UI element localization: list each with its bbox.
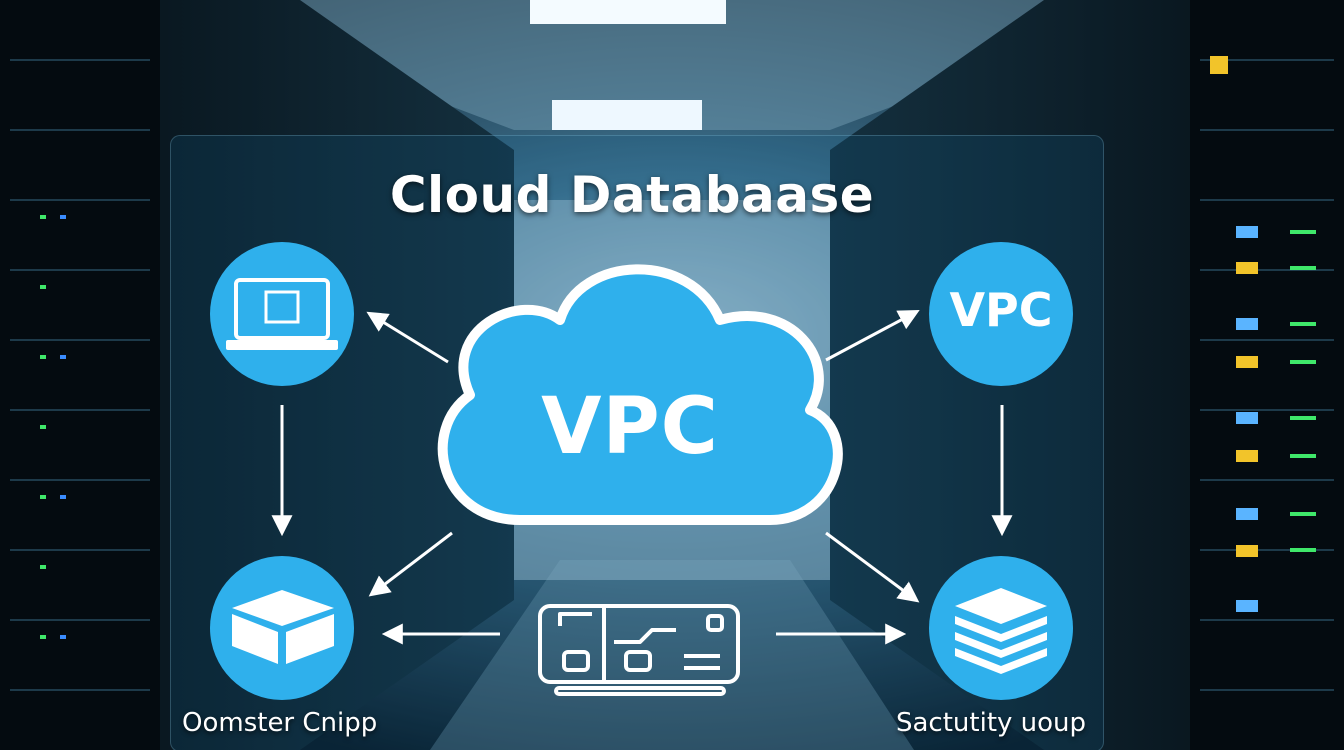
arrow-cloud-to-vpc xyxy=(825,310,920,362)
arrow-cloud-to-database xyxy=(825,531,920,603)
box-node xyxy=(210,556,354,700)
database-node xyxy=(929,556,1073,700)
arrow-cloud-to-laptop xyxy=(366,311,449,364)
caption-left: Oomster Cnipp xyxy=(182,708,378,738)
vpc-node xyxy=(929,242,1073,386)
laptop-node xyxy=(210,242,354,386)
vpc-cloud-icon xyxy=(437,264,843,525)
diagram-title: Cloud Databaase xyxy=(389,166,875,224)
laptop-icon xyxy=(226,278,338,350)
cloud-vpc-label: VPC xyxy=(541,382,719,472)
box-icon xyxy=(232,590,334,664)
vpc-node-label: VPC xyxy=(949,283,1053,337)
database-stack-icon xyxy=(955,588,1047,674)
network-switch-icon xyxy=(538,604,740,696)
arrow-cloud-to-box xyxy=(368,531,453,597)
caption-right: Sactutity uoup xyxy=(896,708,1087,738)
